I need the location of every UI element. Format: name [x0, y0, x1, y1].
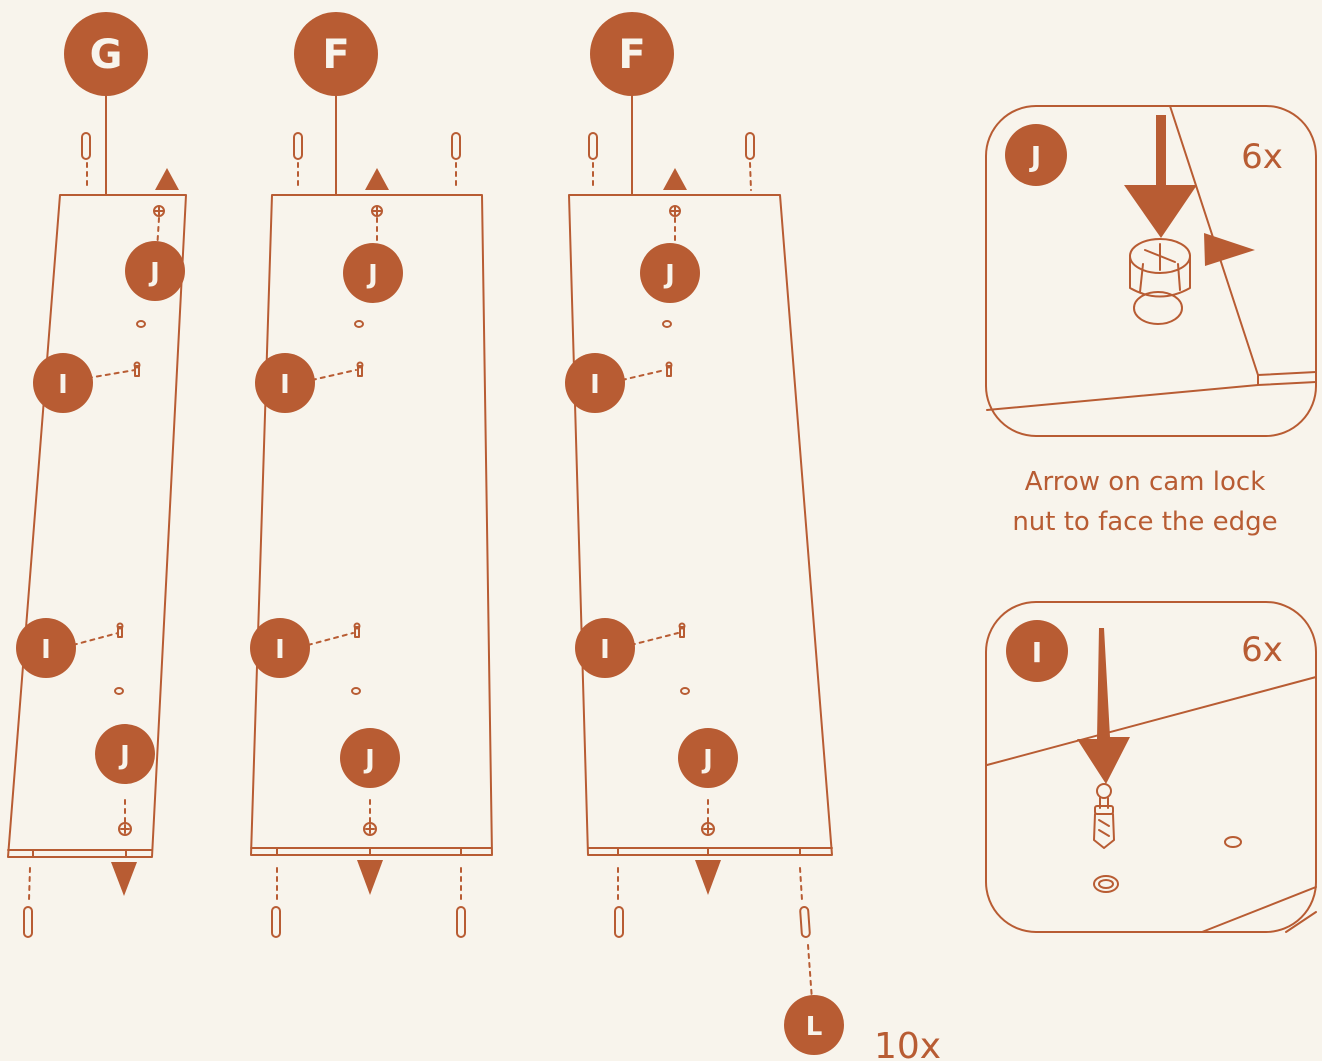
- callout-i-badge: [565, 353, 625, 413]
- callout-i-badge: [33, 353, 93, 413]
- detail-bolt-quantity: 6x: [1241, 630, 1283, 670]
- arrow-down-icon: [1124, 115, 1197, 238]
- callout-j-label: J: [663, 260, 675, 290]
- dowel-icon: [23, 906, 33, 938]
- callout-i-badge: [250, 618, 310, 678]
- callout-j-badge: [640, 243, 700, 303]
- arrow-up-icon: [663, 168, 687, 190]
- callout-j-label: J: [363, 745, 375, 775]
- dowel-icon: [81, 132, 91, 160]
- detail-bolt-badge: [1006, 620, 1068, 682]
- callout-i-badge: [255, 353, 315, 413]
- detail-cam-frame: [985, 105, 1317, 437]
- panel-f-1-badge: [294, 12, 378, 96]
- callout-i-label: I: [41, 635, 51, 665]
- detail-bolt-label: I: [1032, 636, 1042, 669]
- dowel-icon: [456, 906, 466, 938]
- detail-cam-badge: [1005, 124, 1067, 186]
- callout-j-badge: [343, 243, 403, 303]
- callout-i-label: I: [590, 370, 600, 400]
- callout-i-label: I: [600, 635, 610, 665]
- arrow-down-icon: [695, 860, 721, 895]
- arrow-right-icon: [1204, 233, 1255, 266]
- callout-l-label: L: [806, 1012, 823, 1042]
- detail-cam-quantity: 6x: [1241, 137, 1283, 177]
- panel-f-1: [250, 94, 493, 938]
- callout-l-badge: [784, 995, 844, 1055]
- dowel-icon: [293, 132, 303, 160]
- arrow-down-icon: [1077, 628, 1130, 784]
- dowel-icon: [799, 906, 811, 938]
- detail-cam-bolt: [985, 601, 1317, 933]
- dowel-icon: [271, 906, 281, 938]
- arrow-down-icon: [111, 862, 137, 896]
- callout-i-label: I: [275, 635, 285, 665]
- dowel-icon: [745, 132, 755, 160]
- cam-lock-caption: Arrow on cam lock nut to face the edge: [960, 462, 1322, 542]
- callout-j-badge: [95, 724, 155, 784]
- callout-j-label: J: [366, 260, 378, 290]
- callout-i-label: I: [58, 370, 68, 400]
- callout-j-label: J: [148, 258, 160, 288]
- detail-cam-label: J: [1029, 140, 1041, 173]
- detail-cam-nut: [985, 105, 1317, 437]
- callout-i-badge: [16, 618, 76, 678]
- callout-j-badge: [125, 241, 185, 301]
- arrow-up-icon: [365, 168, 389, 190]
- callout-i-badge: [575, 618, 635, 678]
- arrow-down-icon: [357, 860, 383, 895]
- panel-f-2-badge: [590, 12, 674, 96]
- callout-j-badge: [678, 728, 738, 788]
- panel-g-label: G: [90, 32, 123, 78]
- callout-j-label: J: [118, 741, 130, 771]
- panel-g-badge: [64, 12, 148, 96]
- panel-f-2-label: F: [618, 32, 645, 78]
- dowel-icon: [614, 906, 624, 938]
- cam-lock-caption-line-2: nut to face the edge: [1012, 507, 1278, 537]
- callout-j-label: J: [701, 745, 713, 775]
- callout-j-badge: [340, 728, 400, 788]
- dowel-quantity: 10x: [874, 1026, 941, 1061]
- panel-g: [7, 94, 187, 938]
- arrow-up-icon: [155, 168, 179, 190]
- dowel-icon: [588, 132, 598, 160]
- detail-bolt-frame: [985, 601, 1317, 933]
- panel-f-1-label: F: [322, 32, 349, 78]
- dowel-icon: [451, 132, 461, 160]
- callout-i-label: I: [280, 370, 290, 400]
- cam-lock-caption-line-1: Arrow on cam lock: [1024, 467, 1266, 497]
